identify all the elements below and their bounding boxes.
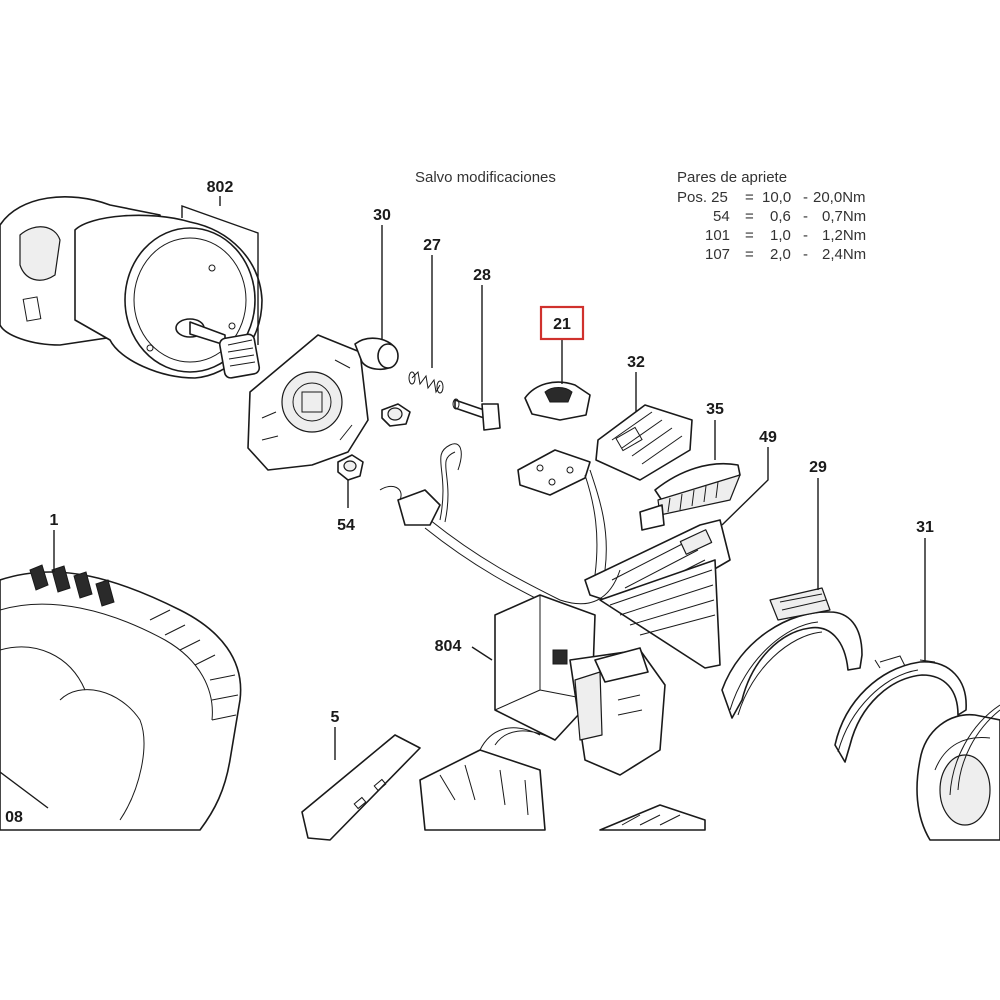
label-1: 1 [50, 512, 59, 529]
spring-27 [408, 370, 444, 394]
torque-row-min: 2,0 [770, 246, 791, 263]
label-29: 29 [809, 459, 827, 476]
switch-module-804 [494, 594, 666, 776]
torque-row-max: 2,4Nm [822, 246, 866, 263]
modifications-note: Salvo modificaciones [415, 169, 556, 186]
pin-28 [452, 398, 501, 431]
label-804: 804 [435, 638, 462, 655]
torque-row-min: 0,6 [770, 208, 791, 225]
housing-half-1 [0, 564, 242, 831]
torque-row-eq: = [745, 246, 754, 263]
leader-804 [471, 646, 493, 661]
label-30: 30 [373, 207, 391, 224]
contact-strip-35 [639, 462, 741, 531]
torque-row-dash: - [803, 189, 808, 206]
clutch-assembly-partial [916, 704, 1000, 841]
torque-row-eq: = [745, 208, 754, 225]
label-31: 31 [916, 519, 934, 536]
label-802: 802 [207, 179, 234, 196]
label-32: 32 [627, 354, 645, 371]
torque-row-min: 1,0 [770, 227, 791, 244]
torque-title: Pares de apriete [677, 169, 787, 186]
torque-row-eq: = [745, 227, 754, 244]
plate-5 [301, 734, 421, 841]
wire-harness [379, 443, 621, 609]
lower-connector [419, 727, 706, 831]
torque-table: Pos. 25 = 10,0 - 20,0Nm 54 = 0,6 - 0,7Nm… [677, 189, 866, 263]
highlight-box-21 [539, 305, 585, 341]
label-21: 21 [553, 316, 571, 333]
part-21 [524, 381, 591, 421]
torque-row-pos: Pos. 25 [677, 189, 728, 206]
circuit-board-49 [584, 519, 731, 669]
torque-row-pos: 107 [705, 246, 730, 263]
torque-row-eq: = [745, 189, 754, 206]
label-28: 28 [473, 267, 491, 284]
torque-row-pos: 101 [705, 227, 730, 244]
leader-49 [721, 447, 769, 526]
label-35: 35 [706, 401, 724, 418]
torque-row-dash: - [803, 208, 808, 225]
label-5: 5 [331, 709, 340, 726]
contact-plate [517, 449, 591, 496]
torque-row-max: 1,2Nm [822, 227, 866, 244]
torque-row-max: 0,7Nm [822, 208, 866, 225]
leader-08 [0, 771, 49, 809]
ring-31 [834, 655, 967, 763]
torque-row-dash: - [803, 227, 808, 244]
label-49: 49 [759, 429, 777, 446]
label-27: 27 [423, 237, 441, 254]
ring-29 [721, 587, 863, 719]
leader-802 [181, 205, 259, 345]
torque-row-min: 10,0 [762, 189, 791, 206]
label-54: 54 [337, 517, 355, 534]
motor-802 [0, 196, 263, 379]
torque-row-dash: - [803, 246, 808, 263]
screw-54 [337, 403, 411, 481]
torque-row-max: 20,0Nm [813, 189, 866, 206]
label-08: 08 [5, 809, 23, 826]
switch-slider-32 [595, 404, 693, 481]
torque-row-pos: 54 [713, 208, 730, 225]
gear-housing-bracket [247, 334, 399, 471]
